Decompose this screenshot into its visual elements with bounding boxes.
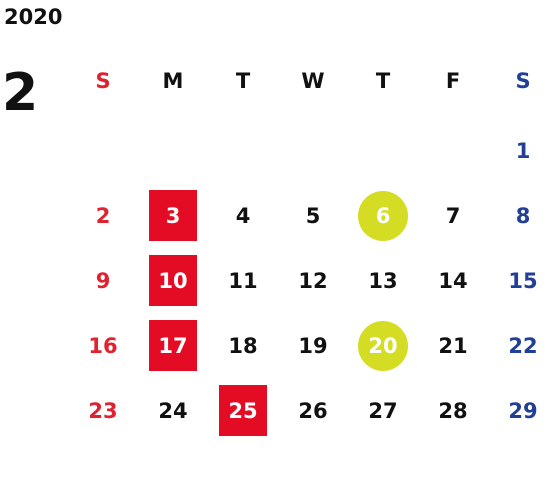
- day-cell-28[interactable]: 28: [427, 385, 479, 437]
- day-cell-1[interactable]: 1: [497, 125, 548, 177]
- day-cell-22[interactable]: 22: [497, 320, 548, 372]
- day-number: 3: [165, 204, 181, 228]
- day-number: 5: [305, 204, 321, 228]
- day-cell-9[interactable]: 9: [77, 255, 129, 307]
- day-cell-11[interactable]: 11: [217, 255, 269, 307]
- day-cell-15[interactable]: 15: [497, 255, 548, 307]
- highlight-square: [149, 320, 197, 371]
- day-cell-5[interactable]: 5: [287, 190, 339, 242]
- weekday-header-mon: M: [162, 69, 184, 93]
- day-number: 7: [445, 204, 461, 228]
- day-cell-25[interactable]: 25: [217, 385, 269, 437]
- weekday-header-fri: F: [445, 69, 461, 93]
- day-number: 18: [228, 334, 258, 358]
- day-cell-20[interactable]: 20: [357, 320, 409, 372]
- day-number: 6: [375, 204, 391, 228]
- highlight-square: [149, 255, 197, 306]
- day-number: 22: [508, 334, 538, 358]
- day-cell-24[interactable]: 24: [147, 385, 199, 437]
- day-number: 15: [508, 269, 538, 293]
- day-number: 8: [515, 204, 531, 228]
- day-number: 16: [88, 334, 118, 358]
- day-cell-6[interactable]: 6: [357, 190, 409, 242]
- day-number: 4: [235, 204, 251, 228]
- day-number: 13: [368, 269, 398, 293]
- day-number: 19: [298, 334, 328, 358]
- day-number: 11: [228, 269, 258, 293]
- weekday-header-wed: W: [301, 69, 325, 93]
- day-cell-23[interactable]: 23: [77, 385, 129, 437]
- highlight-square: [149, 190, 197, 241]
- weekday-header-sun: S: [95, 69, 111, 93]
- day-number: 2: [95, 204, 111, 228]
- day-number: 27: [368, 399, 398, 423]
- day-number: 1: [515, 139, 531, 163]
- day-cell-17[interactable]: 17: [147, 320, 199, 372]
- day-cell-29[interactable]: 29: [497, 385, 548, 437]
- month-number: 2: [2, 63, 39, 123]
- day-cell-2[interactable]: 2: [77, 190, 129, 242]
- day-cell-26[interactable]: 26: [287, 385, 339, 437]
- day-number: 12: [298, 269, 328, 293]
- weekday-header-tue: T: [235, 69, 251, 93]
- weekday-header-sat: S: [515, 69, 531, 93]
- day-cell-21[interactable]: 21: [427, 320, 479, 372]
- day-number: 9: [95, 269, 111, 293]
- highlight-square: [219, 385, 267, 436]
- day-number: 20: [368, 334, 398, 358]
- day-number: 26: [298, 399, 328, 423]
- day-number: 29: [508, 399, 538, 423]
- highlight-circle: [358, 191, 408, 241]
- weekday-header-thu: T: [375, 69, 391, 93]
- day-number: 23: [88, 399, 118, 423]
- day-number: 14: [438, 269, 468, 293]
- highlight-circle: [358, 321, 408, 371]
- day-cell-12[interactable]: 12: [287, 255, 339, 307]
- day-cell-14[interactable]: 14: [427, 255, 479, 307]
- day-cell-16[interactable]: 16: [77, 320, 129, 372]
- day-number: 10: [158, 269, 188, 293]
- day-cell-3[interactable]: 3: [147, 190, 199, 242]
- day-number: 17: [158, 334, 188, 358]
- day-cell-19[interactable]: 19: [287, 320, 339, 372]
- day-cell-8[interactable]: 8: [497, 190, 548, 242]
- day-number: 28: [438, 399, 468, 423]
- day-cell-10[interactable]: 10: [147, 255, 199, 307]
- year-label: 2020: [4, 5, 63, 29]
- day-cell-27[interactable]: 27: [357, 385, 409, 437]
- day-cell-7[interactable]: 7: [427, 190, 479, 242]
- day-number: 24: [158, 399, 188, 423]
- day-cell-4[interactable]: 4: [217, 190, 269, 242]
- day-cell-18[interactable]: 18: [217, 320, 269, 372]
- day-cell-13[interactable]: 13: [357, 255, 409, 307]
- day-number: 21: [438, 334, 468, 358]
- day-number: 25: [228, 399, 258, 423]
